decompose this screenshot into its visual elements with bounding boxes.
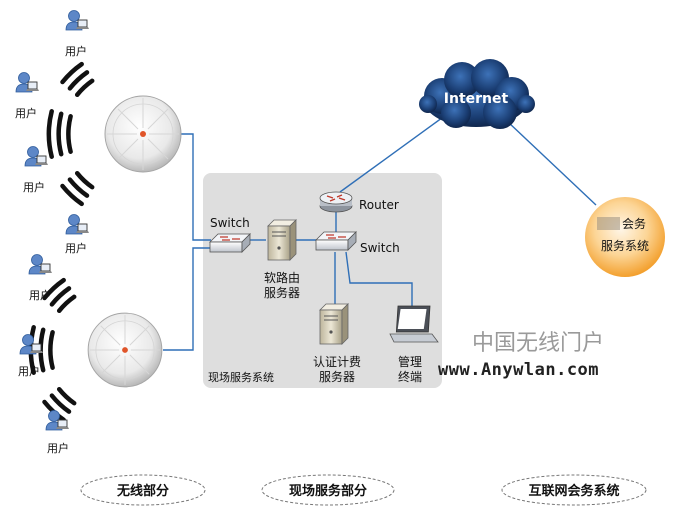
section-internet-label: 互联网会务系统 [528, 483, 619, 499]
user-2-icon [15, 72, 40, 93]
link-ap2-switch1 [163, 247, 211, 351]
user-3-label: 用户 [23, 180, 45, 194]
router-icon [319, 191, 353, 213]
user-5-label: 用户 [29, 288, 51, 302]
access-point-2-icon [87, 312, 163, 388]
switch-2-icon [315, 231, 357, 251]
soft-router-label-1: 软路由 [264, 270, 300, 285]
section-wireless-ellipse [80, 474, 206, 506]
switch-2-label: Switch [360, 241, 400, 255]
user-1-label: 用户 [65, 44, 87, 58]
soft-router-label-2: 服务器 [264, 285, 300, 300]
auth-billing-label-2: 服务器 [319, 369, 355, 384]
management-label-1: 管理 [398, 354, 422, 369]
conference-service-circle [585, 197, 665, 277]
switch-1-label: Switch [210, 216, 250, 230]
management-laptop-icon [389, 305, 439, 343]
user-5-icon [28, 254, 53, 275]
user-6-label: 用户 [18, 364, 40, 378]
soft-router-server-icon [267, 219, 297, 261]
network-links [163, 114, 597, 351]
switch-1-icon [209, 233, 251, 253]
conference-label-1: 会务 [622, 216, 646, 231]
auth-billing-server-icon [319, 303, 349, 345]
internet-label: Internet [444, 91, 509, 107]
conference-label-2: 服务系统 [601, 238, 649, 253]
user-3-icon [24, 146, 49, 167]
link-router-internet [339, 114, 447, 193]
management-label-2: 终端 [398, 369, 422, 384]
user-7-label: 用户 [47, 441, 69, 455]
internet-cloud-icon [419, 59, 535, 129]
wireless-signal-waves-ap1 [46, 61, 95, 207]
section-internet-ellipse [501, 474, 647, 506]
user-7-icon [45, 410, 70, 431]
onsite-system-label: 现场服务系统 [208, 370, 274, 384]
user-4-label: 用户 [65, 241, 87, 255]
link-internet-conference [507, 121, 597, 206]
link-switch2-laptop [345, 251, 413, 306]
user-2-label: 用户 [15, 106, 37, 120]
user-1-icon [65, 10, 90, 31]
user-4-icon [65, 214, 90, 235]
onsite-system-panel [203, 173, 442, 388]
blurred-name-mark [597, 217, 620, 230]
section-onsite-label: 现场服务部分 [289, 483, 367, 499]
access-point-1-icon [104, 95, 182, 173]
auth-billing-label-1: 认证计费 [313, 355, 361, 369]
watermark-url: www.Anywlan.com [438, 360, 599, 380]
router-label: Router [359, 198, 399, 212]
watermark-cn: 中国无线门户 [472, 331, 604, 356]
link-ap1-switch1 [181, 133, 211, 241]
section-wireless-label: 无线部分 [116, 483, 169, 499]
section-onsite-ellipse [261, 474, 395, 506]
